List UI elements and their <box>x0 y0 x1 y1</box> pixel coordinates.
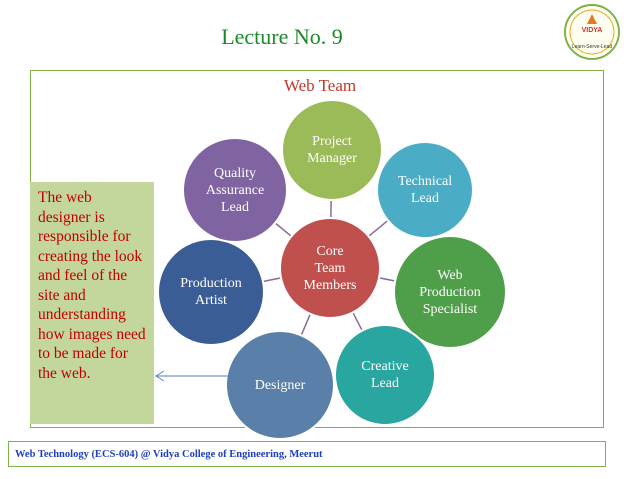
footer-bar: Web Technology (ECS-604) @ Vidya College… <box>8 441 606 467</box>
designer-note: The web designer is responsible for crea… <box>30 182 154 424</box>
college-logo: VIDYA Learn-Serve-Lead <box>564 4 620 60</box>
node-label-technical-lead: Technical Lead <box>397 174 453 206</box>
lecture-title: Lecture No. 9 <box>221 24 343 49</box>
node-label-project-manager: Project Manager <box>307 134 357 166</box>
node-designer <box>225 330 335 440</box>
node-core-team-members <box>279 217 381 319</box>
node-label-designer: Designer <box>254 377 306 393</box>
node-label-production-artist: Production Artist <box>180 276 242 308</box>
arrow-to-note <box>155 370 236 382</box>
footer-text: Web Technology (ECS-604) @ Vidya College… <box>15 448 323 460</box>
node-label-creative-lead: Creative Lead <box>361 359 409 391</box>
connector-creative-lead <box>352 312 363 331</box>
connector-production-artist <box>262 277 282 283</box>
node-web-production-specialist <box>393 235 507 349</box>
node-creative-lead <box>334 324 436 426</box>
node-circles <box>157 99 507 440</box>
connector-quality-assurance-lead <box>274 222 292 237</box>
logo-text: VIDYA <box>582 27 603 34</box>
diagram-title: Web Team <box>283 76 357 95</box>
connector-technical-lead <box>368 219 389 237</box>
node-label-web-production-specialist: Web Production Specialist <box>419 267 481 317</box>
node-project-manager <box>281 99 383 201</box>
node-label-core-team-members: Core Team Members <box>303 243 357 293</box>
node-quality-assurance-lead <box>182 137 288 243</box>
node-production-artist <box>157 238 265 346</box>
logo-motto: Learn-Serve-Lead <box>572 44 613 50</box>
connector-designer <box>300 313 312 336</box>
connector-web-production-specialist <box>378 277 396 282</box>
node-label-quality-assurance-lead: Quality Assurance Lead <box>205 165 265 215</box>
node-technical-lead <box>376 141 474 239</box>
connector-lines <box>262 199 396 336</box>
